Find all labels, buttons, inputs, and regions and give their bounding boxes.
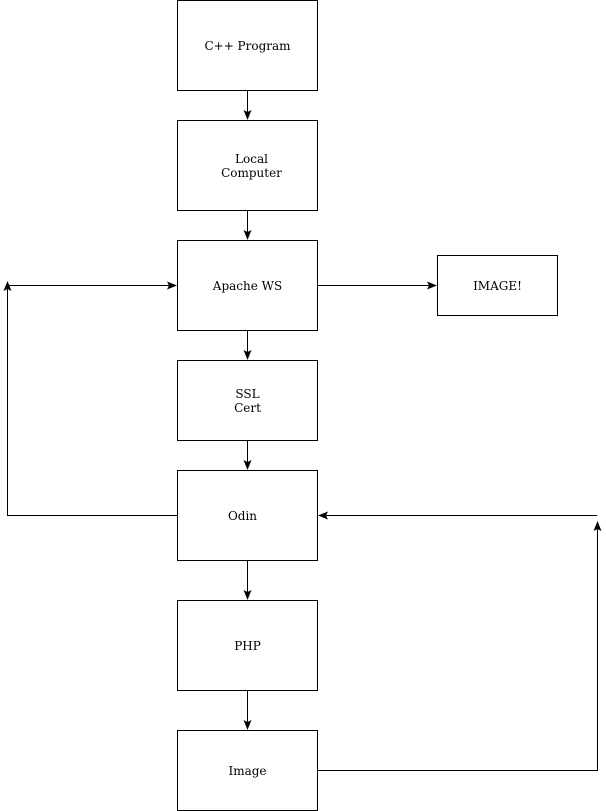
node-image-exclaim: IMAGE! xyxy=(437,255,558,316)
edge-odin-to-apache-loop xyxy=(7,281,187,516)
node-ssl-cert-label: SSL Cert xyxy=(234,386,261,415)
node-odin: Odin xyxy=(177,470,318,561)
node-odin-label: Odin xyxy=(227,508,258,523)
node-php: PHP xyxy=(177,600,318,691)
node-cpp-program: C++ Program xyxy=(177,0,318,91)
node-local-computer: Local Computer xyxy=(177,120,318,211)
node-image: Image xyxy=(177,730,318,811)
node-ssl-cert: SSL Cert xyxy=(177,360,318,441)
node-image-exclaim-label: IMAGE! xyxy=(473,278,522,293)
node-apache-ws: Apache WS xyxy=(177,240,318,331)
node-image-label: Image xyxy=(228,763,267,778)
node-local-computer-label: Local Computer xyxy=(221,151,282,180)
node-apache-ws-label: Apache WS xyxy=(212,278,283,293)
node-php-label: PHP xyxy=(234,638,261,653)
edge-image-to-right-riser xyxy=(318,521,602,771)
node-cpp-program-label: C++ Program xyxy=(204,38,291,53)
